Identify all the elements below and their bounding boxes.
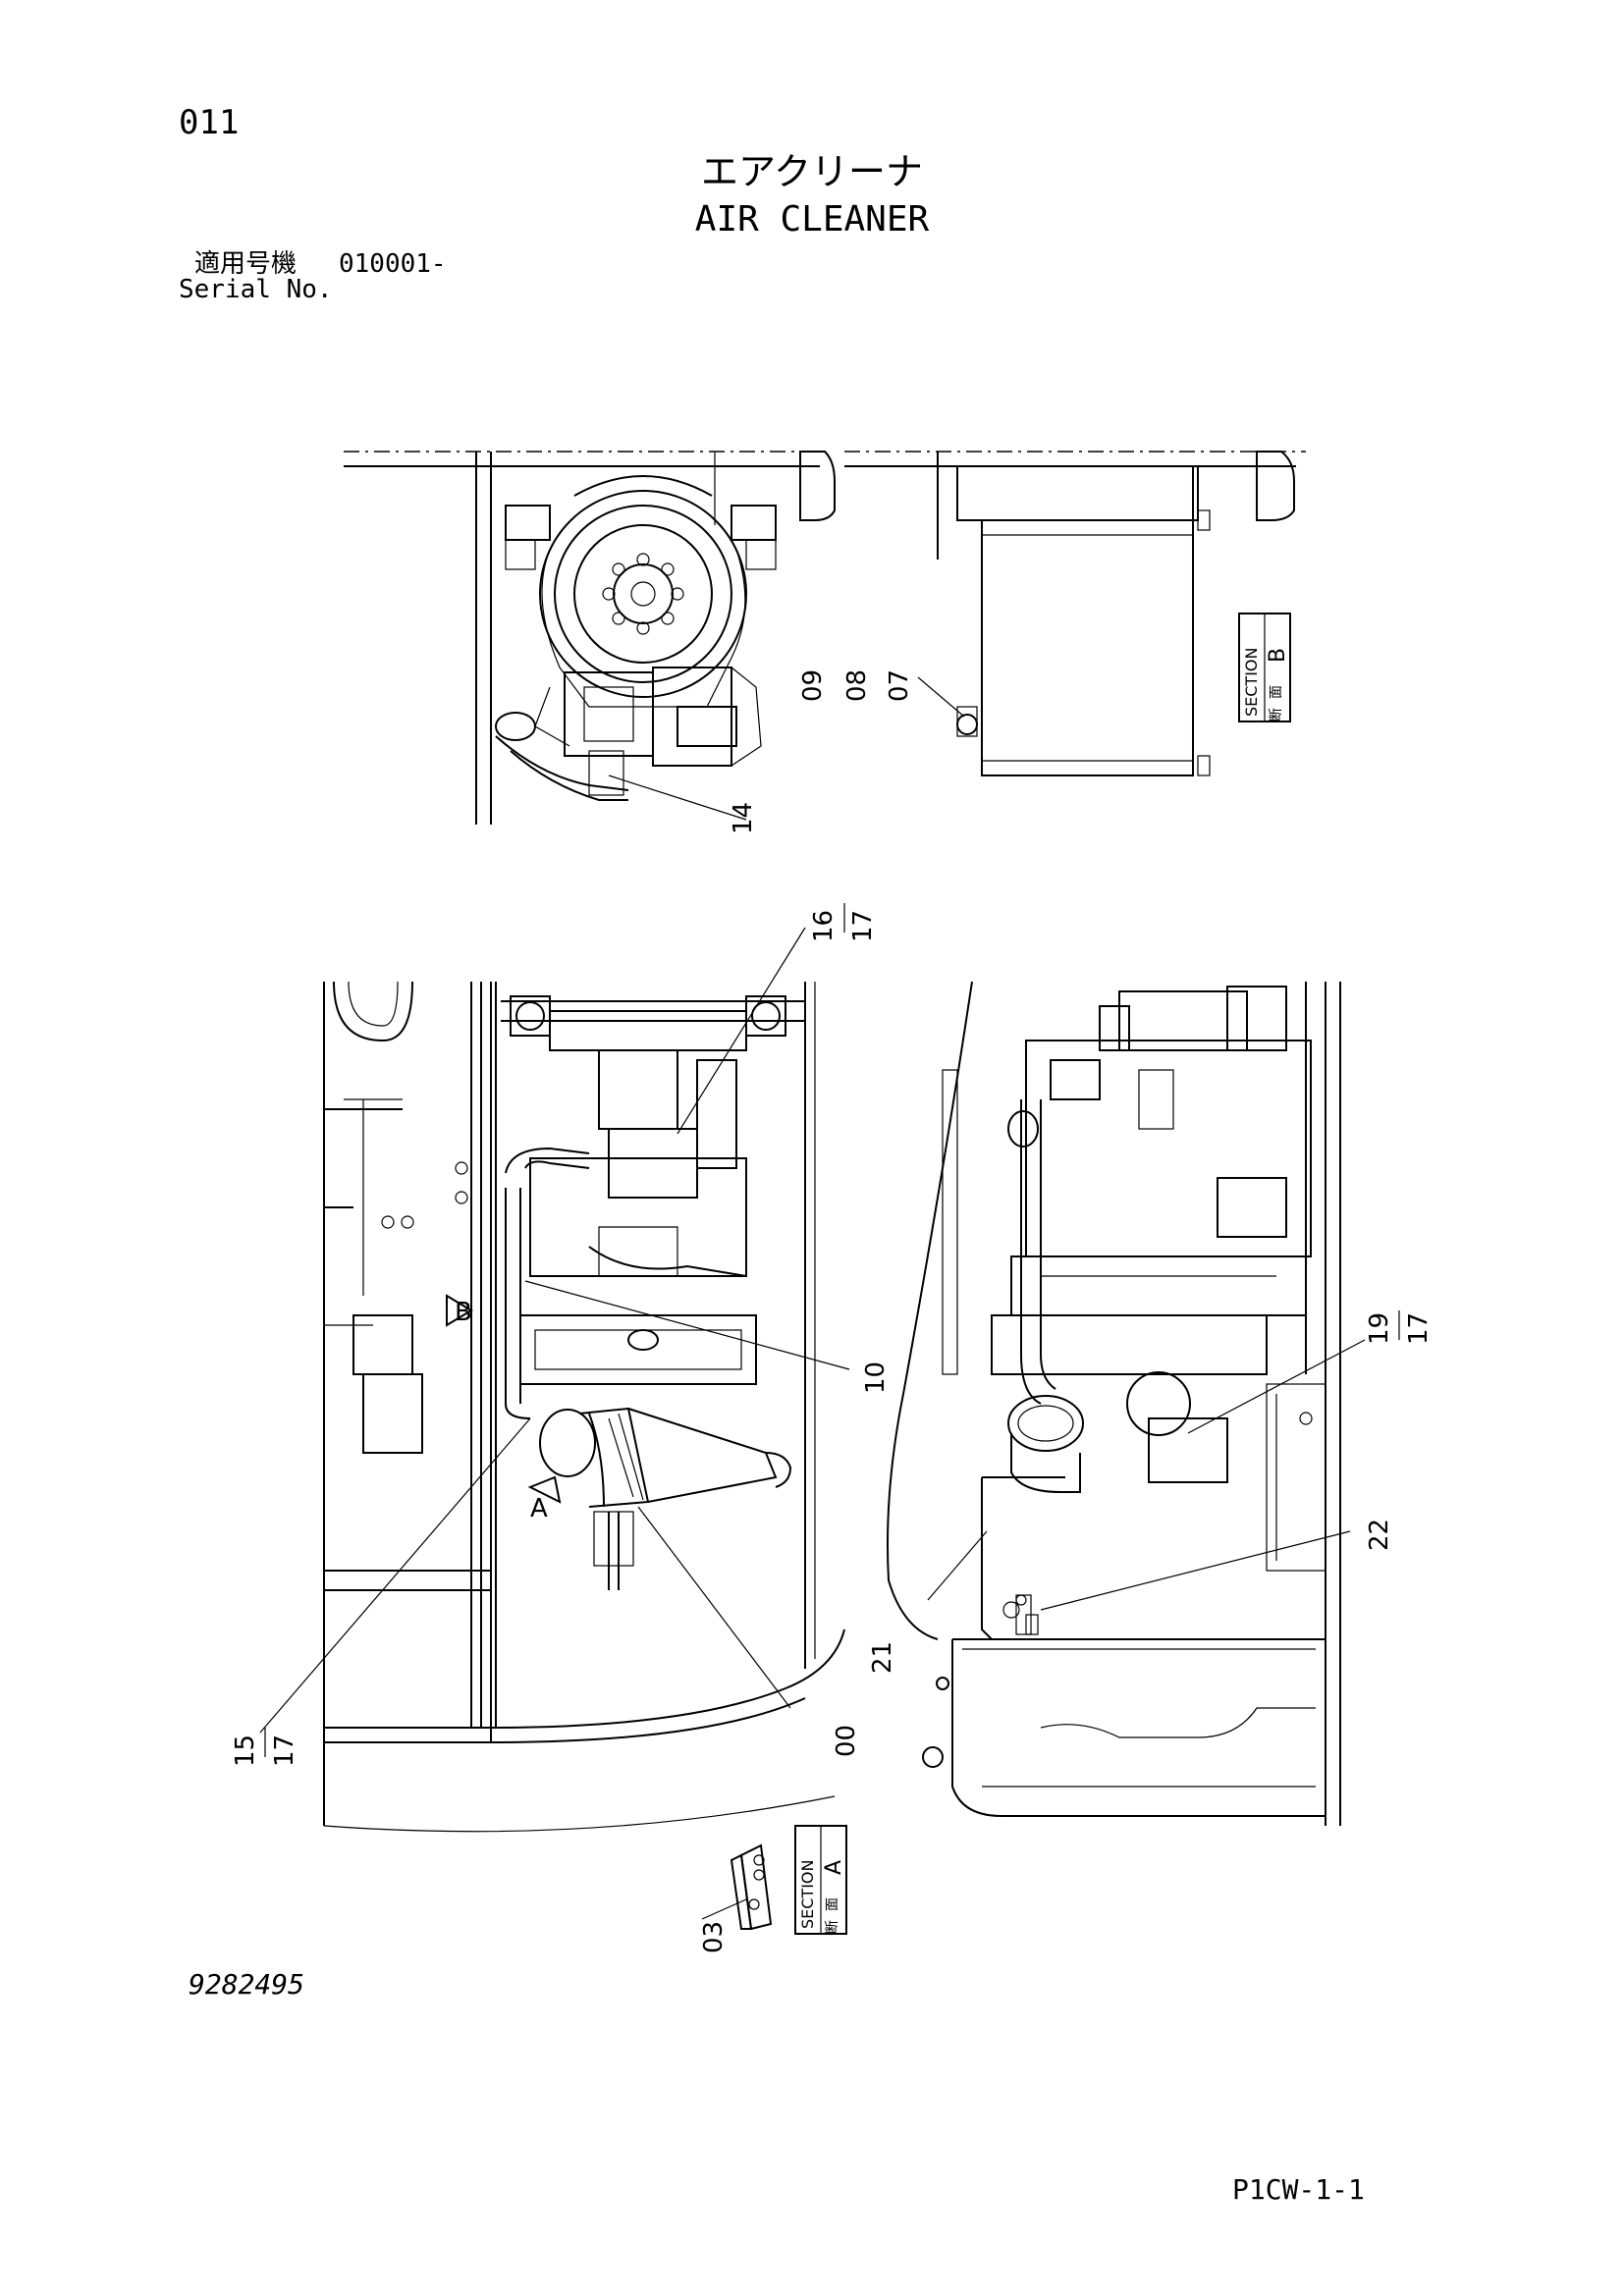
- section-b-word: SECTION: [1242, 648, 1261, 718]
- section-b-kanji-2: 面: [1269, 685, 1284, 699]
- title-english: AIR CLEANER: [694, 199, 930, 240]
- section-a-word: SECTION: [798, 1860, 817, 1930]
- engine-front-view: [344, 451, 836, 825]
- callout-07: 07: [885, 669, 914, 702]
- section-a-kanji-1: 断: [825, 1920, 840, 1934]
- page-number: 011: [179, 103, 240, 142]
- engine-top-view: B A: [323, 981, 845, 1833]
- sheet-reference: P1CW-1-1: [1232, 2173, 1365, 2206]
- callout-16: 16: [809, 910, 839, 942]
- view-arrow-b-label: B: [455, 1298, 472, 1327]
- leader-lines: [259, 927, 1366, 1920]
- section-b-view: SECTION B 断 面: [844, 451, 1306, 776]
- title-japanese: エアクリーナ: [700, 150, 924, 193]
- callout-08: 08: [842, 669, 872, 702]
- callout-17-right: 17: [1404, 1312, 1434, 1345]
- callout-15: 15: [231, 1735, 260, 1767]
- section-a-view: SECTION A 断 面: [730, 1825, 847, 1935]
- section-a-kanji-2: 面: [825, 1897, 840, 1911]
- serial-label-english: Serial No.: [179, 275, 333, 304]
- callout-09: 09: [798, 669, 828, 702]
- serial-label-japanese: 適用号機: [194, 249, 298, 279]
- section-a-letter: A: [822, 1860, 846, 1875]
- callout-22: 22: [1365, 1519, 1394, 1551]
- callout-21: 21: [868, 1641, 897, 1674]
- callout-14: 14: [729, 802, 758, 834]
- callout-00: 00: [832, 1725, 861, 1757]
- callout-17-left: 17: [270, 1735, 299, 1767]
- callout-labels: 09 08 07 14 16 17 10 15 17 00 03 19 17 2…: [231, 669, 1434, 1953]
- engine-side-view: [887, 981, 1341, 1826]
- section-b-kanji-1: 断: [1269, 708, 1284, 721]
- section-b-letter: B: [1266, 648, 1290, 663]
- callout-17-top: 17: [848, 910, 878, 942]
- callout-03: 03: [699, 1921, 729, 1953]
- air-cleaner-body: [539, 1407, 792, 1590]
- callout-10: 10: [861, 1362, 891, 1394]
- callout-19: 19: [1365, 1312, 1394, 1345]
- view-arrow-a-label: A: [530, 1494, 548, 1523]
- serial-value: 010001-: [339, 249, 447, 279]
- drawing-number: 9282495: [189, 1968, 305, 2001]
